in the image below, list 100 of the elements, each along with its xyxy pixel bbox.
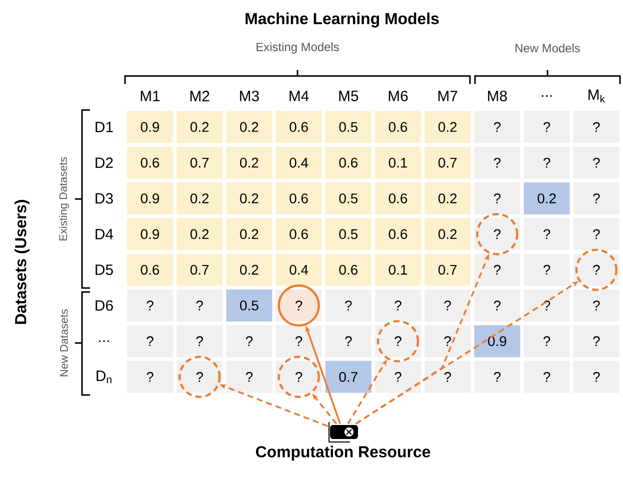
header-label: M3 [240, 90, 259, 102]
header-label: M6 [388, 90, 408, 102]
table-cell: ? [474, 254, 520, 286]
table-cell: 0.6 [127, 146, 173, 179]
table-cell: 0.6 [375, 218, 421, 250]
table-cell: 0.4 [276, 146, 322, 179]
header-label: M7 [438, 90, 458, 102]
table-cell: ? [424, 290, 471, 322]
table-cell: ? [524, 146, 570, 179]
table-cell: 0.7 [176, 254, 223, 286]
table-cell: 0.2 [524, 182, 570, 214]
table-cell: 0.9 [474, 325, 520, 358]
table-cell: ? [573, 111, 620, 143]
table-cell: 0.6 [276, 111, 322, 143]
table-cell: 0.2 [424, 218, 471, 250]
table-cell: ? [573, 182, 620, 214]
table-cell: 0.2 [176, 218, 223, 250]
table-cell: ? [325, 325, 372, 358]
highlight-circle [278, 284, 320, 327]
table-cell: ? [424, 325, 471, 358]
table-cell: ? [524, 325, 570, 358]
header-label: M2 [190, 90, 210, 102]
table-cell: 0.7 [424, 254, 471, 286]
table-cell: ? [573, 254, 620, 286]
header-label: M5 [339, 90, 358, 102]
table-cell: ? [474, 182, 520, 214]
header-label: D4 [96, 228, 114, 240]
table-cell: 0.2 [424, 111, 471, 143]
header-label: M1 [140, 90, 160, 102]
group-label: Existing Datasets [58, 157, 70, 240]
header-label: M$_{k}$ [588, 90, 605, 102]
table-cell: 0.2 [176, 111, 223, 143]
header-label: D6 [96, 300, 113, 311]
table-cell: ? [573, 218, 620, 250]
header-label: D$_{n}$ [96, 370, 112, 384]
header-label: D2 [96, 157, 113, 168]
table-cell: 0.2 [226, 146, 272, 179]
table-cell: ? [226, 360, 272, 393]
table-cell: ? [524, 111, 570, 143]
group-label: Existing Models [256, 42, 339, 54]
table-cell: 0.7 [325, 360, 372, 393]
table-cell: ? [573, 360, 620, 393]
table-cell: ? [474, 360, 520, 393]
table-cell: ? [226, 325, 272, 358]
table-cell: 0.2 [424, 182, 471, 214]
table-cell: 0.2 [226, 111, 272, 143]
group-label: New Models [516, 44, 580, 52]
table-cell: ? [176, 290, 223, 322]
table-cell: ? [424, 360, 471, 393]
table-cell: 0.6 [375, 182, 421, 214]
header-label: D3 [96, 193, 113, 204]
table-cell: ? [127, 290, 173, 322]
table-cell: 0.2 [176, 182, 223, 214]
table-cell: ? [276, 360, 322, 393]
table-cell: 0.7 [424, 146, 471, 179]
table-cell: ? [276, 325, 322, 358]
table-cell: ? [375, 290, 421, 322]
table-cell: ? [474, 111, 520, 143]
table-cell: ? [176, 360, 223, 393]
table-cell: 0.2 [226, 254, 272, 286]
table-cell: 0.5 [325, 182, 372, 214]
table-cell: ? [573, 290, 620, 322]
table-cell: ? [524, 218, 570, 250]
table-cell: 0.5 [226, 290, 272, 322]
table-cell: 0.6 [325, 146, 372, 179]
table-cell: ? [474, 218, 520, 250]
table-cell: 0.1 [375, 146, 421, 179]
table-cell: ? [325, 290, 372, 322]
table-cell: 0.2 [226, 218, 272, 250]
header-label: ... [542, 95, 552, 97]
table-cell: ? [524, 360, 570, 393]
header-label: D5 [96, 264, 113, 275]
group-label: New Datasets [60, 309, 68, 376]
table-cell: ? [524, 254, 570, 286]
table-cell: 0.6 [276, 218, 322, 250]
axis-title: Datasets (Users) [14, 200, 30, 324]
header-label: M4 [290, 90, 309, 102]
table-cell: 0.2 [226, 182, 272, 214]
title: Machine Learning Models [246, 12, 439, 28]
table-cell: ? [176, 325, 223, 358]
table-cell: 0.4 [276, 254, 322, 286]
table-cell: 0.6 [127, 254, 173, 286]
table-cell: 0.9 [127, 218, 173, 250]
table-cell: 0.5 [325, 218, 372, 250]
table-cell: 0.6 [325, 254, 372, 286]
table-cell: ? [573, 146, 620, 179]
table-cell: 0.9 [127, 111, 173, 143]
table-cell: 0.6 [375, 111, 421, 143]
table-cell: ? [474, 146, 520, 179]
table-cell: 0.7 [176, 146, 223, 179]
header-label: D1 [96, 122, 113, 132]
header-label: M8 [488, 90, 507, 102]
table-cell: ? [127, 360, 173, 393]
table-cell: ? [127, 325, 173, 358]
table-cell: ? [474, 290, 520, 322]
table-cell: ? [573, 325, 620, 358]
table-cell: 0.5 [325, 111, 372, 143]
table-cell: 0.6 [276, 182, 322, 214]
table-cell: 0.1 [375, 254, 421, 286]
table-cell: ? [375, 325, 421, 358]
